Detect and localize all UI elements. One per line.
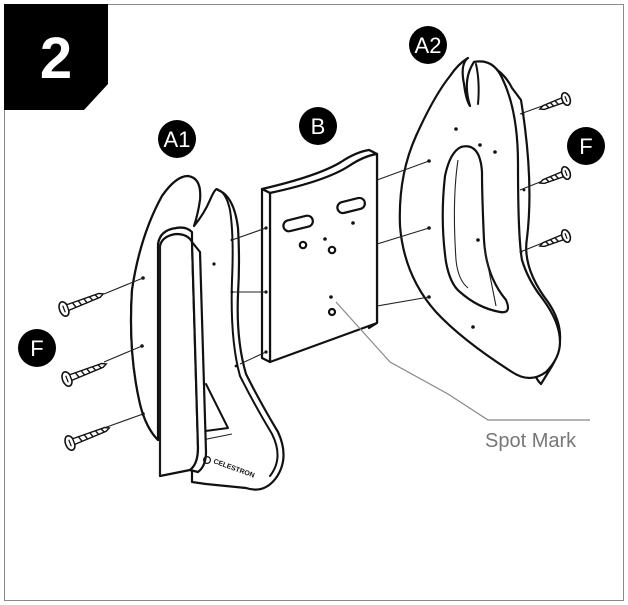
diagram-frame <box>4 4 624 601</box>
badge-f-left: F <box>18 329 56 367</box>
step-number: 2 <box>40 26 72 91</box>
part-b-plate <box>260 148 379 364</box>
badge-f-right-label: F <box>579 134 592 159</box>
part-a1-panel: CELESTRON <box>129 174 285 491</box>
part-a2-panel <box>398 56 562 386</box>
badge-a1-label: A1 <box>164 127 191 152</box>
screws-right <box>538 91 572 248</box>
badge-a1: A1 <box>158 120 196 158</box>
badge-f-left-label: F <box>30 336 43 361</box>
badge-b: B <box>299 107 337 145</box>
badge-a2-label: A2 <box>415 33 442 58</box>
badge-a2: A2 <box>409 26 447 64</box>
screws-left <box>58 292 111 451</box>
spot-mark-label: Spot Mark <box>485 430 577 452</box>
step-tab: 2 <box>4 4 108 110</box>
badge-f-right: F <box>567 127 605 165</box>
badge-b-label: B <box>311 114 326 139</box>
spot-mark-callout: Spot Mark <box>335 301 590 452</box>
alignment-lines <box>103 104 546 429</box>
